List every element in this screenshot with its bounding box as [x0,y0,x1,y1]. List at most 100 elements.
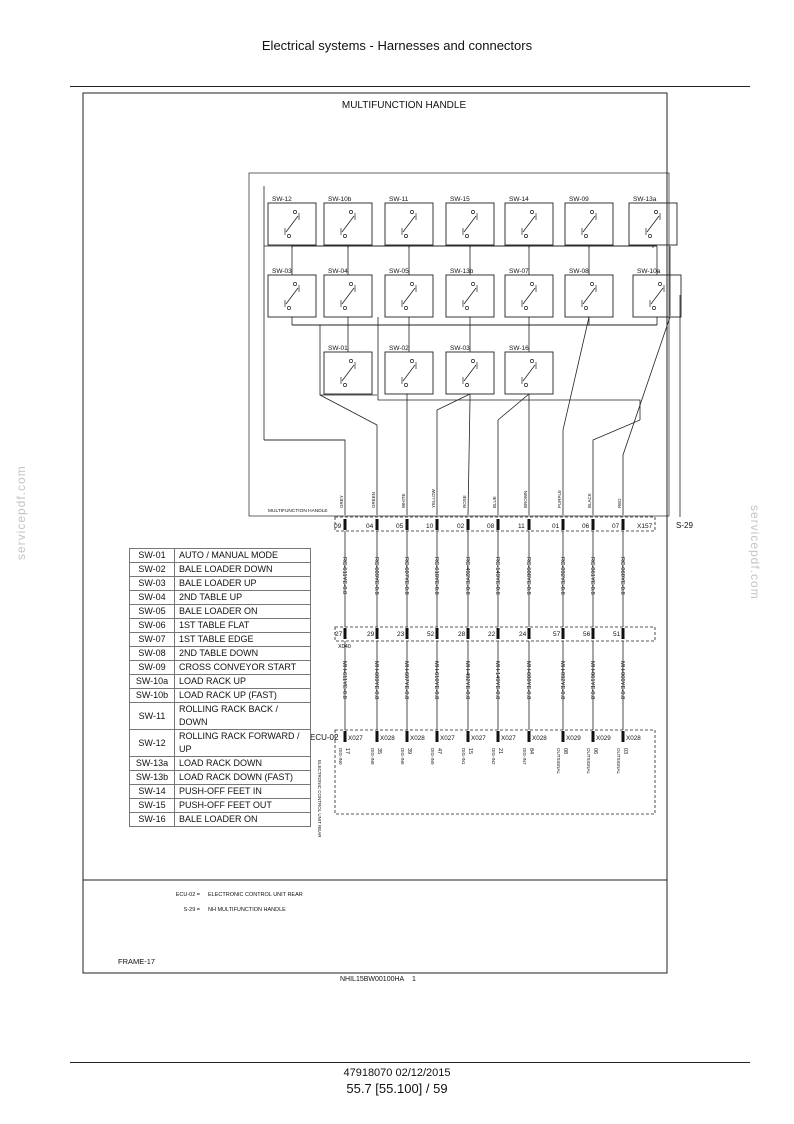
wire-rc-label: RC-609YE-0.8 [373,557,379,595]
switch-contact-icon [582,287,596,305]
connector-pin: 10 [426,523,434,530]
connector-pin: 28 [458,631,466,638]
wire-color-label: YELLOW [431,488,436,508]
switch-contact-icon [402,287,416,305]
pin-block [496,628,500,639]
switch-contact-icon [463,287,477,305]
switch-contact-icon [463,215,477,233]
legend-description: AUTO / MANUAL MODE [174,548,311,563]
wire-mh-label: MH-060YE-0.8 [619,661,625,699]
switch-label: SW-10a [637,268,661,275]
connector-pin: 07 [612,523,620,530]
wire-route [319,325,377,396]
switch-terminal-icon [287,234,291,238]
wire-route-3 [436,393,471,515]
connector-s29 [334,516,656,532]
legend-code: SW-04 [129,590,175,605]
switch-terminal-icon [524,383,528,387]
legend-code: SW-15 [129,798,175,813]
diagram-title: MULTIFUNCTION HANDLE [342,100,467,111]
switch-contact-icon [341,364,355,382]
switch-terminal-icon [471,359,475,363]
wire-color-label: BROWN [523,491,528,508]
switch-terminal-icon [349,282,353,286]
connector-pin: 56 [583,631,591,638]
legend-description: LOAD RACK DOWN (FAST) [174,770,311,785]
pin-block [621,731,625,742]
pin-block [375,519,379,530]
pin-block [405,519,409,530]
legend-code: SW-01 [129,548,175,563]
connector-pin: 29 [367,631,375,638]
ecu-signal: OUTSIGNAL [616,748,621,775]
pin-block [435,731,439,742]
switch-contact-icon [522,364,536,382]
switch-terminal-icon [654,210,658,214]
ecu-pin: 47 [436,748,442,754]
pin-block [527,628,531,639]
ecu-signal: OUTSIGNAL [556,748,561,775]
ecu-label: ECU-02 [310,733,339,742]
wire-route-8 [592,419,641,515]
pin-block [343,731,347,742]
wire-mh-label: MH-609YE-0.8 [373,661,379,699]
legend-code: SW-02 [129,562,175,577]
ecu-signal: DIG-IN2 [491,748,496,765]
switch-label: SW-05 [389,268,409,275]
switch-contact-icon [285,287,299,305]
switch-terminal-icon [658,282,662,286]
note-code: ECU-02 = [176,892,200,898]
wire-color-label: BLACK [587,493,592,508]
connector-pin: 01 [552,523,560,530]
legend-code: SW-08 [129,646,175,661]
ecu-connector: X029 [566,735,581,742]
switch-terminal-icon [471,282,475,286]
pin-block [591,519,595,530]
connector-pin: 08 [487,523,495,530]
wire-route-5 [497,393,530,515]
legend-code: SW-12 [129,729,175,757]
switch-terminal-icon [590,282,594,286]
legend-code: SW-13a [129,756,175,771]
ecu-signal: DIG-IN0 [338,748,343,765]
switch-label: SW-14 [509,196,529,203]
wire-rc-label: RC-149YE-0.8 [494,557,500,595]
ecu-pin: 06 [592,748,598,754]
wire-rc-label: RC-607YE-0.8 [403,557,409,595]
pin-block [435,628,439,639]
switch-label: SW-03 [272,268,292,275]
connector-pin: 57 [553,631,561,638]
pin-block [561,731,565,742]
wire-rc-label: RC-492YE-0.8 [464,557,470,595]
note-text: NH MULTIFUNCTION HANDLE [208,907,286,913]
ecu-pin: 84 [528,748,534,754]
legend-description: ROLLING RACK FORWARD / UP [174,729,311,757]
connector-pin: 23 [397,631,405,638]
reference-number: 1 [411,976,416,983]
switch-terminal-icon [524,306,528,310]
wire-color-label: PURPLE [557,490,562,508]
pin-block [405,628,409,639]
wire-color-label: GREEN [371,492,376,508]
switch-label: SW-01 [328,345,348,352]
wire-rc-label: RC-060YE-0.8 [619,557,625,595]
legend-description: BALE LOADER ON [174,604,311,619]
legend-description: 2ND TABLE DOWN [174,646,311,661]
switch-terminal-icon [465,234,469,238]
switch-contact-icon [341,215,355,233]
pin-block [375,628,379,639]
switch-label: SW-16 [509,345,529,352]
switch-terminal-icon [293,282,297,286]
ecu-side-label: ELECTRONIC CONTROL UNIT REAR [317,760,322,838]
frame-label: FRAME-17 [118,957,155,966]
connector-pin: 09 [334,523,342,530]
wire-rc-label: RC-061YE-0.8 [589,557,595,595]
